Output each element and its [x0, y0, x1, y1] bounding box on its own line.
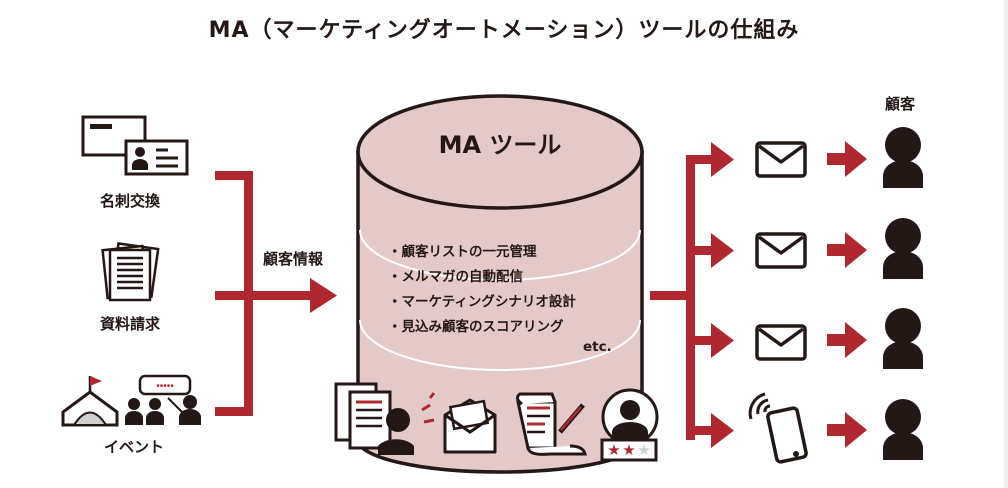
feature-item: ・メルマガの自動配信 [388, 269, 523, 285]
scenario-document-icon [515, 392, 587, 456]
customer-arrows [827, 141, 867, 448]
customer-person-icon [883, 399, 923, 460]
customer-person-icon [883, 308, 923, 369]
mail-icon [755, 232, 807, 269]
output-bracket [650, 142, 734, 448]
customer-person-icon [883, 218, 923, 279]
diagram-title: MA（マーケティングオートメーション）ツールの仕組み [208, 18, 800, 43]
event-seminar-icon: ••••• [61, 374, 201, 427]
star-filled-icon: ★ [607, 441, 620, 459]
feature-item: ・マーケティングシナリオ設計 [388, 294, 576, 310]
customer-header: 顧客 [885, 95, 916, 113]
star-filled-icon: ★ [622, 441, 635, 459]
input-bracket [215, 171, 337, 416]
customer-list-icon [334, 382, 414, 455]
star-empty-icon: ★ [637, 441, 650, 459]
mail-icon [755, 141, 807, 178]
source-label-event: イベント [104, 438, 165, 456]
page-edge [1004, 0, 1008, 488]
feature-etc: etc. [583, 339, 612, 355]
mail-icon [755, 324, 807, 361]
email-open-icon [421, 392, 497, 454]
smartphone-icon [748, 392, 808, 464]
flow-label-customer-info: 顧客情報 [263, 250, 324, 268]
customer-person-icon [883, 127, 923, 188]
svg-text:•••••: ••••• [156, 381, 174, 392]
feature-item: ・見込み顧客のスコアリング [388, 319, 564, 335]
documents-icon [101, 242, 160, 302]
source-label-document-request: 資料請求 [100, 315, 161, 333]
source-label-business-card: 名刺交換 [100, 192, 161, 210]
lead-score-icon: ★ ★ ★ [600, 388, 659, 462]
feature-item: ・顧客リストの一元管理 [388, 244, 537, 260]
business-card-icon [81, 115, 189, 176]
ma-tool-cylinder [356, 94, 644, 474]
ma-tool-title: MA ツール [438, 131, 562, 159]
